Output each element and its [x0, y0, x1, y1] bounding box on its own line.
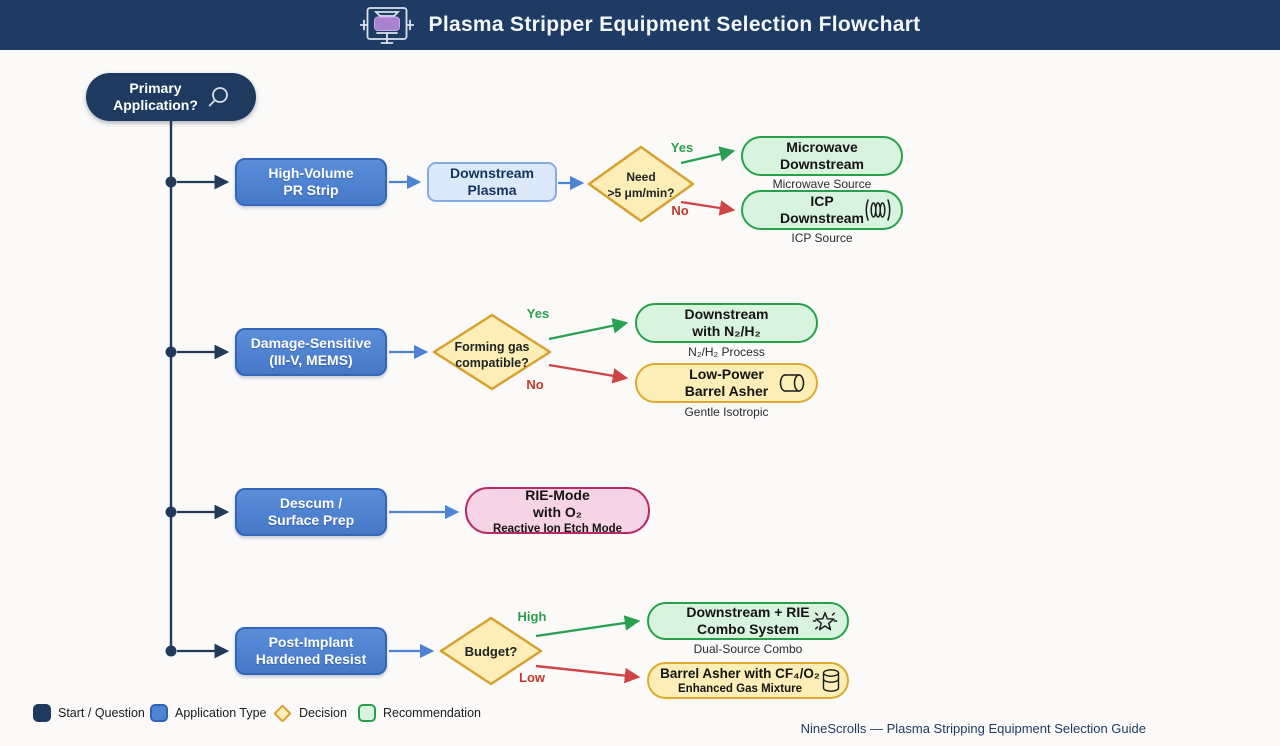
- branch-dot: [165, 645, 177, 657]
- outcome-caption: Gentle Isotropic: [684, 405, 769, 419]
- legend-decision: Decision: [273, 703, 347, 723]
- legend-swatch-application: [150, 704, 168, 722]
- outcome-label: Downstream + RIE Combo System: [686, 603, 810, 638]
- start-label: Primary Application?: [113, 79, 198, 114]
- legend-start-question: Start / Question: [33, 703, 145, 723]
- outcome-caption: N₂/H₂ Process: [688, 345, 765, 359]
- legend-swatch-decision: [273, 703, 292, 723]
- outcome-caption: Microwave Source: [772, 177, 872, 191]
- legend-recommendation: Recommendation: [358, 703, 481, 723]
- node-descum-surface-prep: Descum / Surface Prep: [235, 488, 387, 536]
- page-title: Plasma Stripper Equipment Selection Flow…: [428, 13, 921, 36]
- legend-label: Application Type: [175, 706, 267, 720]
- edge-label-yes: Yes: [526, 306, 550, 321]
- legend-label: Recommendation: [383, 706, 481, 720]
- node-downstream-plasma: Downstream Plasma: [427, 162, 557, 202]
- magnifier-icon: [208, 87, 228, 107]
- node-downstream-n2h2: Downstream with N₂/H₂: [635, 303, 818, 343]
- legend-label: Start / Question: [58, 706, 145, 720]
- node-damage-sensitive: Damage-Sensitive (III-V, MEMS): [235, 328, 387, 376]
- application-label: Descum / Surface Prep: [267, 494, 355, 529]
- application-label: Damage-Sensitive (III-V, MEMS): [250, 334, 372, 369]
- decision-diamond-shape: [587, 145, 695, 223]
- legend-label: Decision: [299, 706, 347, 720]
- edge-label-no: No: [671, 203, 689, 218]
- node-primary-application: Primary Application?: [86, 73, 256, 121]
- coil-icon: [865, 199, 891, 221]
- outcome-label: Downstream with N₂/H₂: [684, 305, 769, 340]
- node-high-volume-pr-strip: High-Volume PR Strip: [235, 158, 387, 206]
- legend-swatch-recommendation: [358, 704, 376, 722]
- outcome-caption: ICP Source: [791, 231, 853, 245]
- branch-1-edges: [177, 145, 736, 223]
- branch-dot: [165, 506, 177, 518]
- decision-need-rate: Need >5 μm/min?: [607, 170, 675, 200]
- outcome-label: Barrel Asher with CF₄/O₂: [660, 665, 820, 681]
- node-microwave-downstream: Microwave Downstream: [741, 136, 903, 176]
- header-bar: Plasma Stripper Equipment Selection Flow…: [0, 0, 1280, 50]
- outcome-caption: Dual-Source Combo: [693, 642, 803, 656]
- legend-swatch-start: [33, 704, 51, 722]
- outcome-label: ICP Downstream: [779, 192, 865, 227]
- outcome-label: Microwave Downstream: [779, 138, 865, 173]
- edge-label-high: High: [517, 609, 547, 624]
- application-label: Post-Implant Hardened Resist: [255, 633, 367, 668]
- outcome-label: RIE-Mode with O₂: [525, 486, 590, 521]
- node-barrel-asher-cf4-o2: Barrel Asher with CF₄/O₂ Enhanced Gas Mi…: [647, 662, 849, 699]
- node-post-implant-hardened-resist: Post-Implant Hardened Resist: [235, 627, 387, 675]
- sparkle-icon: [812, 611, 838, 631]
- decision-forming-gas: Forming gas compatible?: [454, 340, 530, 371]
- outcome-subtitle: Reactive Ion Etch Mode: [492, 522, 623, 535]
- legend-application-type: Application Type: [150, 703, 267, 723]
- branch-dot: [165, 176, 177, 188]
- node-icp-downstream: ICP Downstream: [741, 190, 903, 230]
- outcome-subtitle: Enhanced Gas Mixture: [678, 683, 802, 696]
- decision-budget: Budget?: [464, 644, 518, 659]
- outcome-label: Low-Power Barrel Asher: [684, 365, 769, 400]
- node-downstream-rie-combo: Downstream + RIE Combo System: [647, 602, 849, 640]
- cylinder-icon: [822, 668, 840, 692]
- edge-label-low: Low: [519, 670, 545, 685]
- decision-diamond-shape: [439, 616, 543, 686]
- edge-label-no: No: [526, 377, 544, 392]
- node-low-power-barrel-asher: Low-Power Barrel Asher: [635, 363, 818, 403]
- decision-diamond-shape: [432, 313, 552, 391]
- branch-4-edges: [177, 615, 641, 686]
- footer-credit: NineScrolls — Plasma Stripping Equipment…: [800, 721, 1146, 736]
- application-label: High-Volume PR Strip: [268, 164, 354, 199]
- barrel-icon: [779, 374, 805, 392]
- branch-dot: [165, 346, 177, 358]
- plasma-chamber-icon: [359, 7, 414, 44]
- branch-2-edges: [177, 313, 629, 391]
- edge-label-yes: Yes: [670, 140, 694, 155]
- intermediate-label: Downstream Plasma: [449, 164, 535, 199]
- node-rie-mode-o2: RIE-Mode with O₂ Reactive Ion Etch Mode: [465, 486, 650, 535]
